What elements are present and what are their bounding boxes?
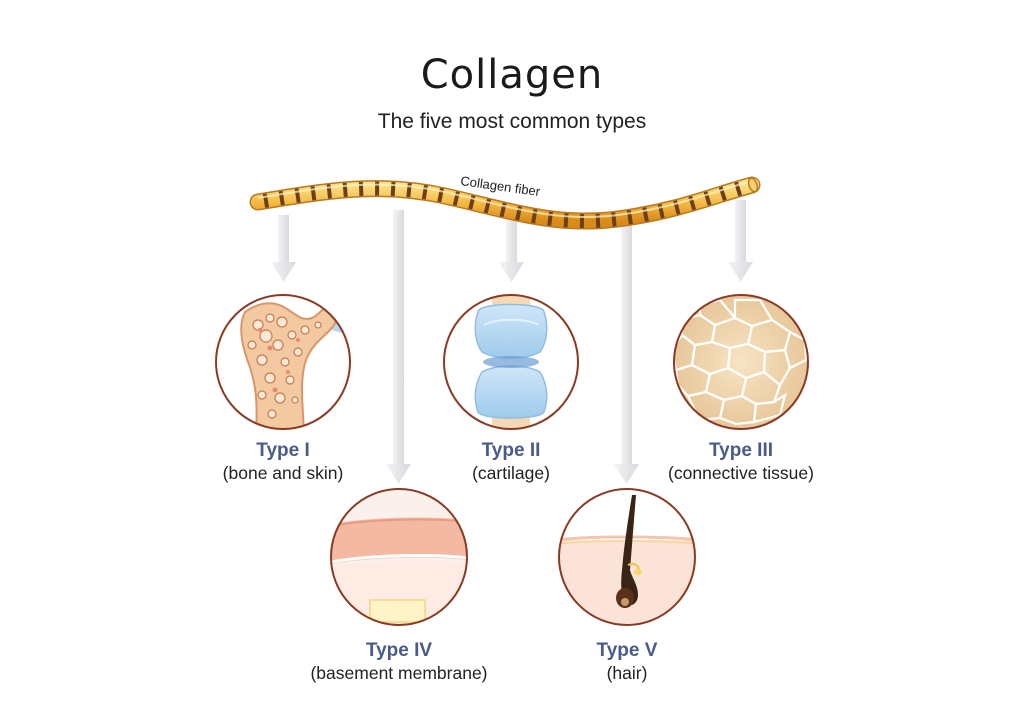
type-name: Type II [481,440,541,461]
arrow-type-5 [614,225,639,484]
type-description: (connective tissue) [668,463,814,483]
type-5-illustration [558,488,696,626]
page-subtitle: The five most common types [377,110,647,133]
type-2-illustration [443,294,579,430]
arrow-type-4 [386,210,411,484]
label-type-1: Type I (bone and skin) [183,440,383,484]
arrow-type-2 [499,215,524,282]
type-name: Type III [708,440,774,461]
label-type-3: Type III (connective tissue) [621,440,861,484]
type-description: (basement membrane) [310,663,488,683]
type-4-illustration [330,488,468,626]
type-name: Type I [256,440,310,461]
type-1-illustration [215,294,351,430]
type-description: (cartilage) [472,463,550,483]
type-name: Type V [596,640,658,661]
page-title: Collagen [420,52,604,98]
label-type-4: Type IV (basement membrane) [284,640,514,684]
type-3-illustration [673,294,809,430]
arrow-type-1 [271,215,296,282]
type-description: (bone and skin) [222,463,344,483]
arrows [271,200,753,484]
type-description: (hair) [606,663,648,683]
collagen-fiber [249,176,761,230]
label-type-2: Type II (cartilage) [411,440,611,484]
type-name: Type IV [365,640,433,661]
label-type-5: Type V (hair) [527,640,727,684]
arrow-type-3 [728,200,753,282]
